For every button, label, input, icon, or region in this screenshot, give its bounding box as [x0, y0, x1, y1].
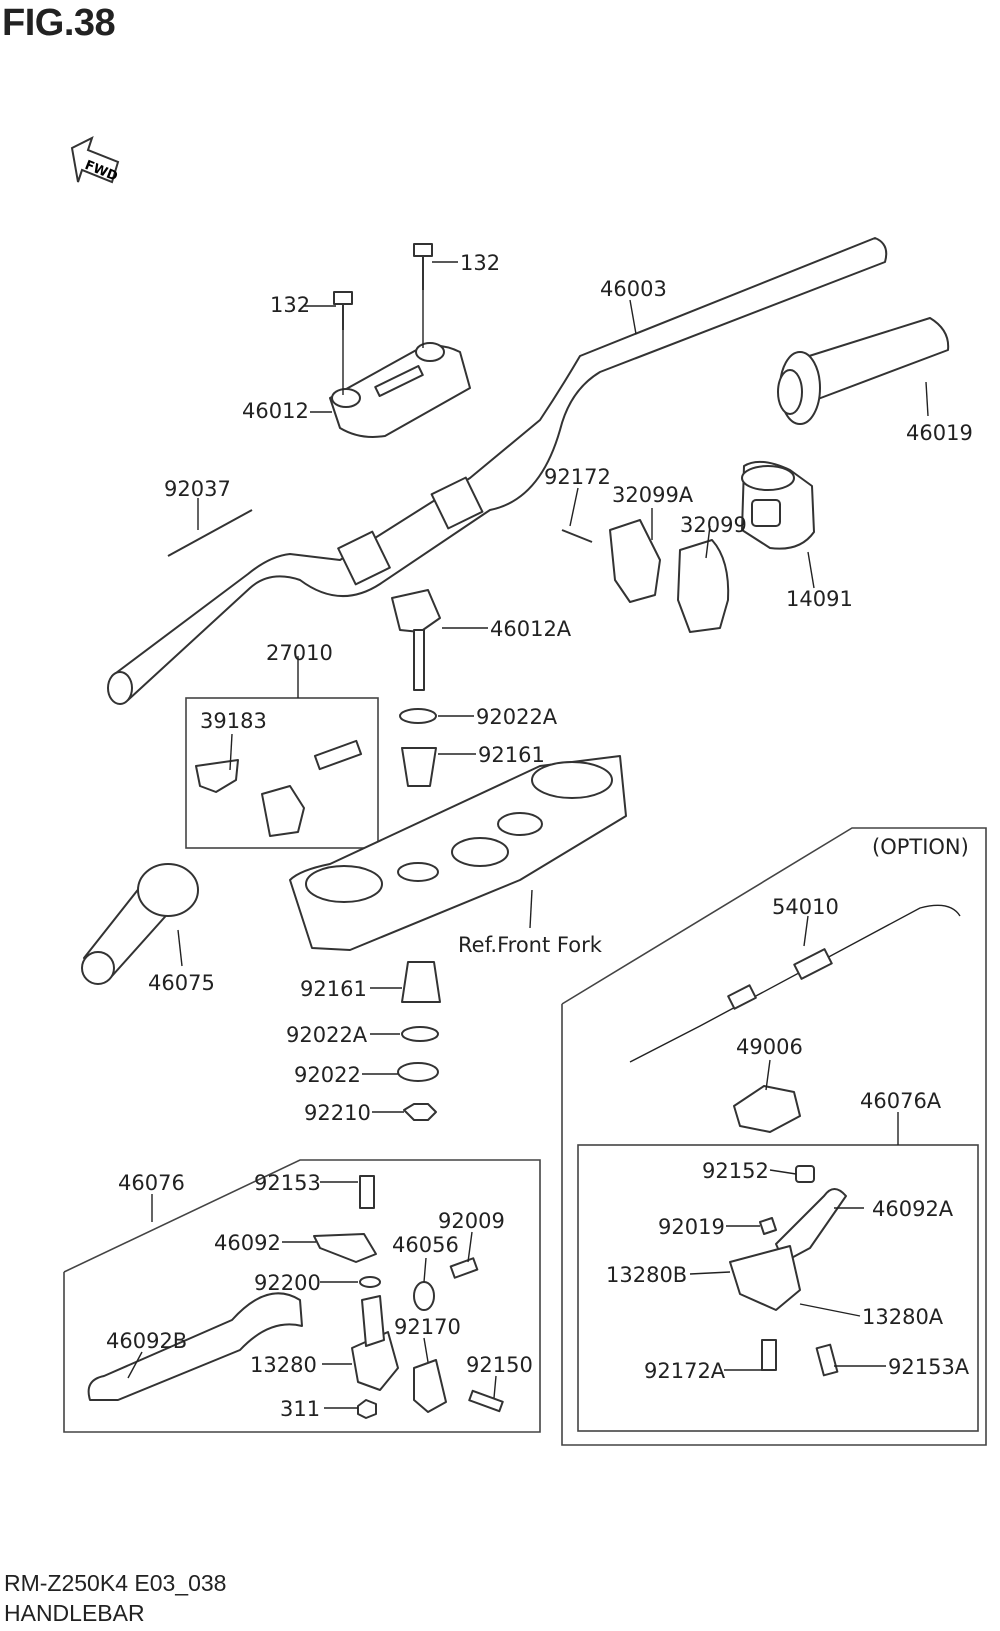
callout-92153A: 92153A — [888, 1355, 970, 1379]
callout-32099: 32099 — [680, 513, 747, 537]
callout-39183: 39183 — [200, 709, 267, 733]
callout-46012: 46012 — [242, 399, 309, 423]
callout-92170: 92170 — [394, 1315, 461, 1339]
nut-311 — [357, 1399, 377, 1419]
callout-46075: 46075 — [148, 971, 215, 995]
callout-46076A: 46076A — [860, 1089, 942, 1113]
cable-54010 — [629, 904, 961, 1063]
callout-46092A: 46092A — [872, 1197, 954, 1221]
callout-46012A: 46012A — [490, 617, 572, 641]
clamp-39183 — [195, 759, 239, 793]
callout-92161-bottom: 92161 — [300, 977, 367, 1001]
handlebar-46003 — [107, 237, 888, 705]
callout-46076: 46076 — [118, 1171, 185, 1195]
option-box — [561, 827, 987, 1446]
bracket-32099A — [609, 519, 661, 603]
throttle-housing-14091 — [741, 460, 815, 550]
washer-92200 — [359, 1276, 381, 1288]
upper-bracket — [289, 755, 627, 951]
callout-49006: 49006 — [736, 1035, 803, 1059]
engine-stop-switch — [261, 739, 363, 837]
washer-92022A-top — [399, 708, 437, 724]
nut-92019 — [759, 1217, 777, 1235]
collar-92152 — [795, 1165, 815, 1183]
bolt-92153A — [815, 1343, 839, 1377]
callout-92022A-bottom: 92022A — [286, 1023, 368, 1047]
bolt-92150 — [468, 1389, 504, 1413]
leader-lines — [127, 261, 929, 1409]
lever-holder-13280 — [351, 1295, 399, 1391]
fwd-arrow-icon: FWD — [70, 136, 120, 185]
bolt-132-right — [413, 243, 433, 348]
lower-holder-46012A — [391, 589, 441, 691]
lever-46092B — [87, 1292, 303, 1401]
callout-46056: 46056 — [392, 1233, 459, 1257]
adjuster-92009 — [449, 1257, 479, 1279]
callout-46092B: 46092B — [106, 1329, 187, 1353]
callout-13280A: 13280A — [862, 1305, 944, 1329]
washer-92022 — [397, 1062, 439, 1082]
callout-92200: 92200 — [254, 1271, 321, 1295]
lever-46092A — [775, 1188, 847, 1263]
callout-13280B: 13280B — [606, 1263, 687, 1287]
callout-92172: 92172 — [544, 465, 611, 489]
model-code: RM-Z250K4 E03_038 — [4, 1570, 227, 1596]
callout-311: 311 — [280, 1397, 320, 1421]
rubber-92161-top — [401, 747, 437, 787]
callout-labels: 132 132 46003 46012 46019 92037 92172 32… — [106, 251, 973, 1421]
callout-54010: 54010 — [772, 895, 839, 919]
callout-132-top: 132 — [460, 251, 500, 275]
lever-assembly-box-46076 — [63, 1159, 541, 1433]
callout-46019: 46019 — [906, 421, 973, 445]
bolt-92153 — [359, 1175, 375, 1209]
callout-132-left: 132 — [270, 293, 310, 317]
callout-92009: 92009 — [438, 1209, 505, 1233]
callout-14091: 14091 — [786, 587, 853, 611]
lever-assembly-box-46076A — [577, 1144, 979, 1432]
callout-92152: 92152 — [702, 1159, 769, 1183]
bolt-132-left — [333, 291, 353, 395]
lever-holder-49006 — [733, 1085, 801, 1133]
switch-assembly-box-27010 — [185, 697, 379, 849]
screw-92172A — [761, 1339, 777, 1371]
lever-46092 — [313, 1233, 377, 1263]
bracket-32099 — [677, 539, 730, 633]
callout-92153: 92153 — [254, 1171, 321, 1195]
upper-clamp-46012 — [329, 342, 471, 438]
rubber-92161-bottom — [401, 961, 441, 1003]
callout-92019: 92019 — [658, 1215, 725, 1239]
section-name: HANDLEBAR — [4, 1600, 145, 1626]
figure-title: FIG.38 — [2, 2, 116, 44]
callout-92150: 92150 — [466, 1353, 533, 1377]
ref-front-fork-label: Ref.Front Fork — [458, 933, 603, 957]
nut-92210 — [403, 1103, 437, 1121]
callout-46003: 46003 — [600, 277, 667, 301]
screw-92172 — [561, 529, 593, 543]
callout-32099A: 32099A — [612, 483, 694, 507]
adjuster-46056 — [413, 1281, 435, 1311]
grip-46075 — [81, 863, 199, 985]
callout-92037: 92037 — [164, 477, 231, 501]
washer-92022A-bottom — [401, 1026, 439, 1042]
callout-13280: 13280 — [250, 1353, 317, 1377]
callout-92161-top: 92161 — [478, 743, 545, 767]
adjuster-92170 — [413, 1359, 447, 1413]
band-92037 — [167, 509, 253, 557]
option-label: (OPTION) — [872, 835, 969, 859]
lever-holder-13280B — [729, 1245, 801, 1311]
callout-46092: 46092 — [214, 1231, 281, 1255]
callout-92172A: 92172A — [644, 1359, 726, 1383]
callout-92022: 92022 — [294, 1063, 361, 1087]
callout-92022A-top: 92022A — [476, 705, 558, 729]
callout-27010: 27010 — [266, 641, 333, 665]
callout-92210: 92210 — [304, 1101, 371, 1125]
throttle-grip-46019 — [777, 317, 950, 425]
